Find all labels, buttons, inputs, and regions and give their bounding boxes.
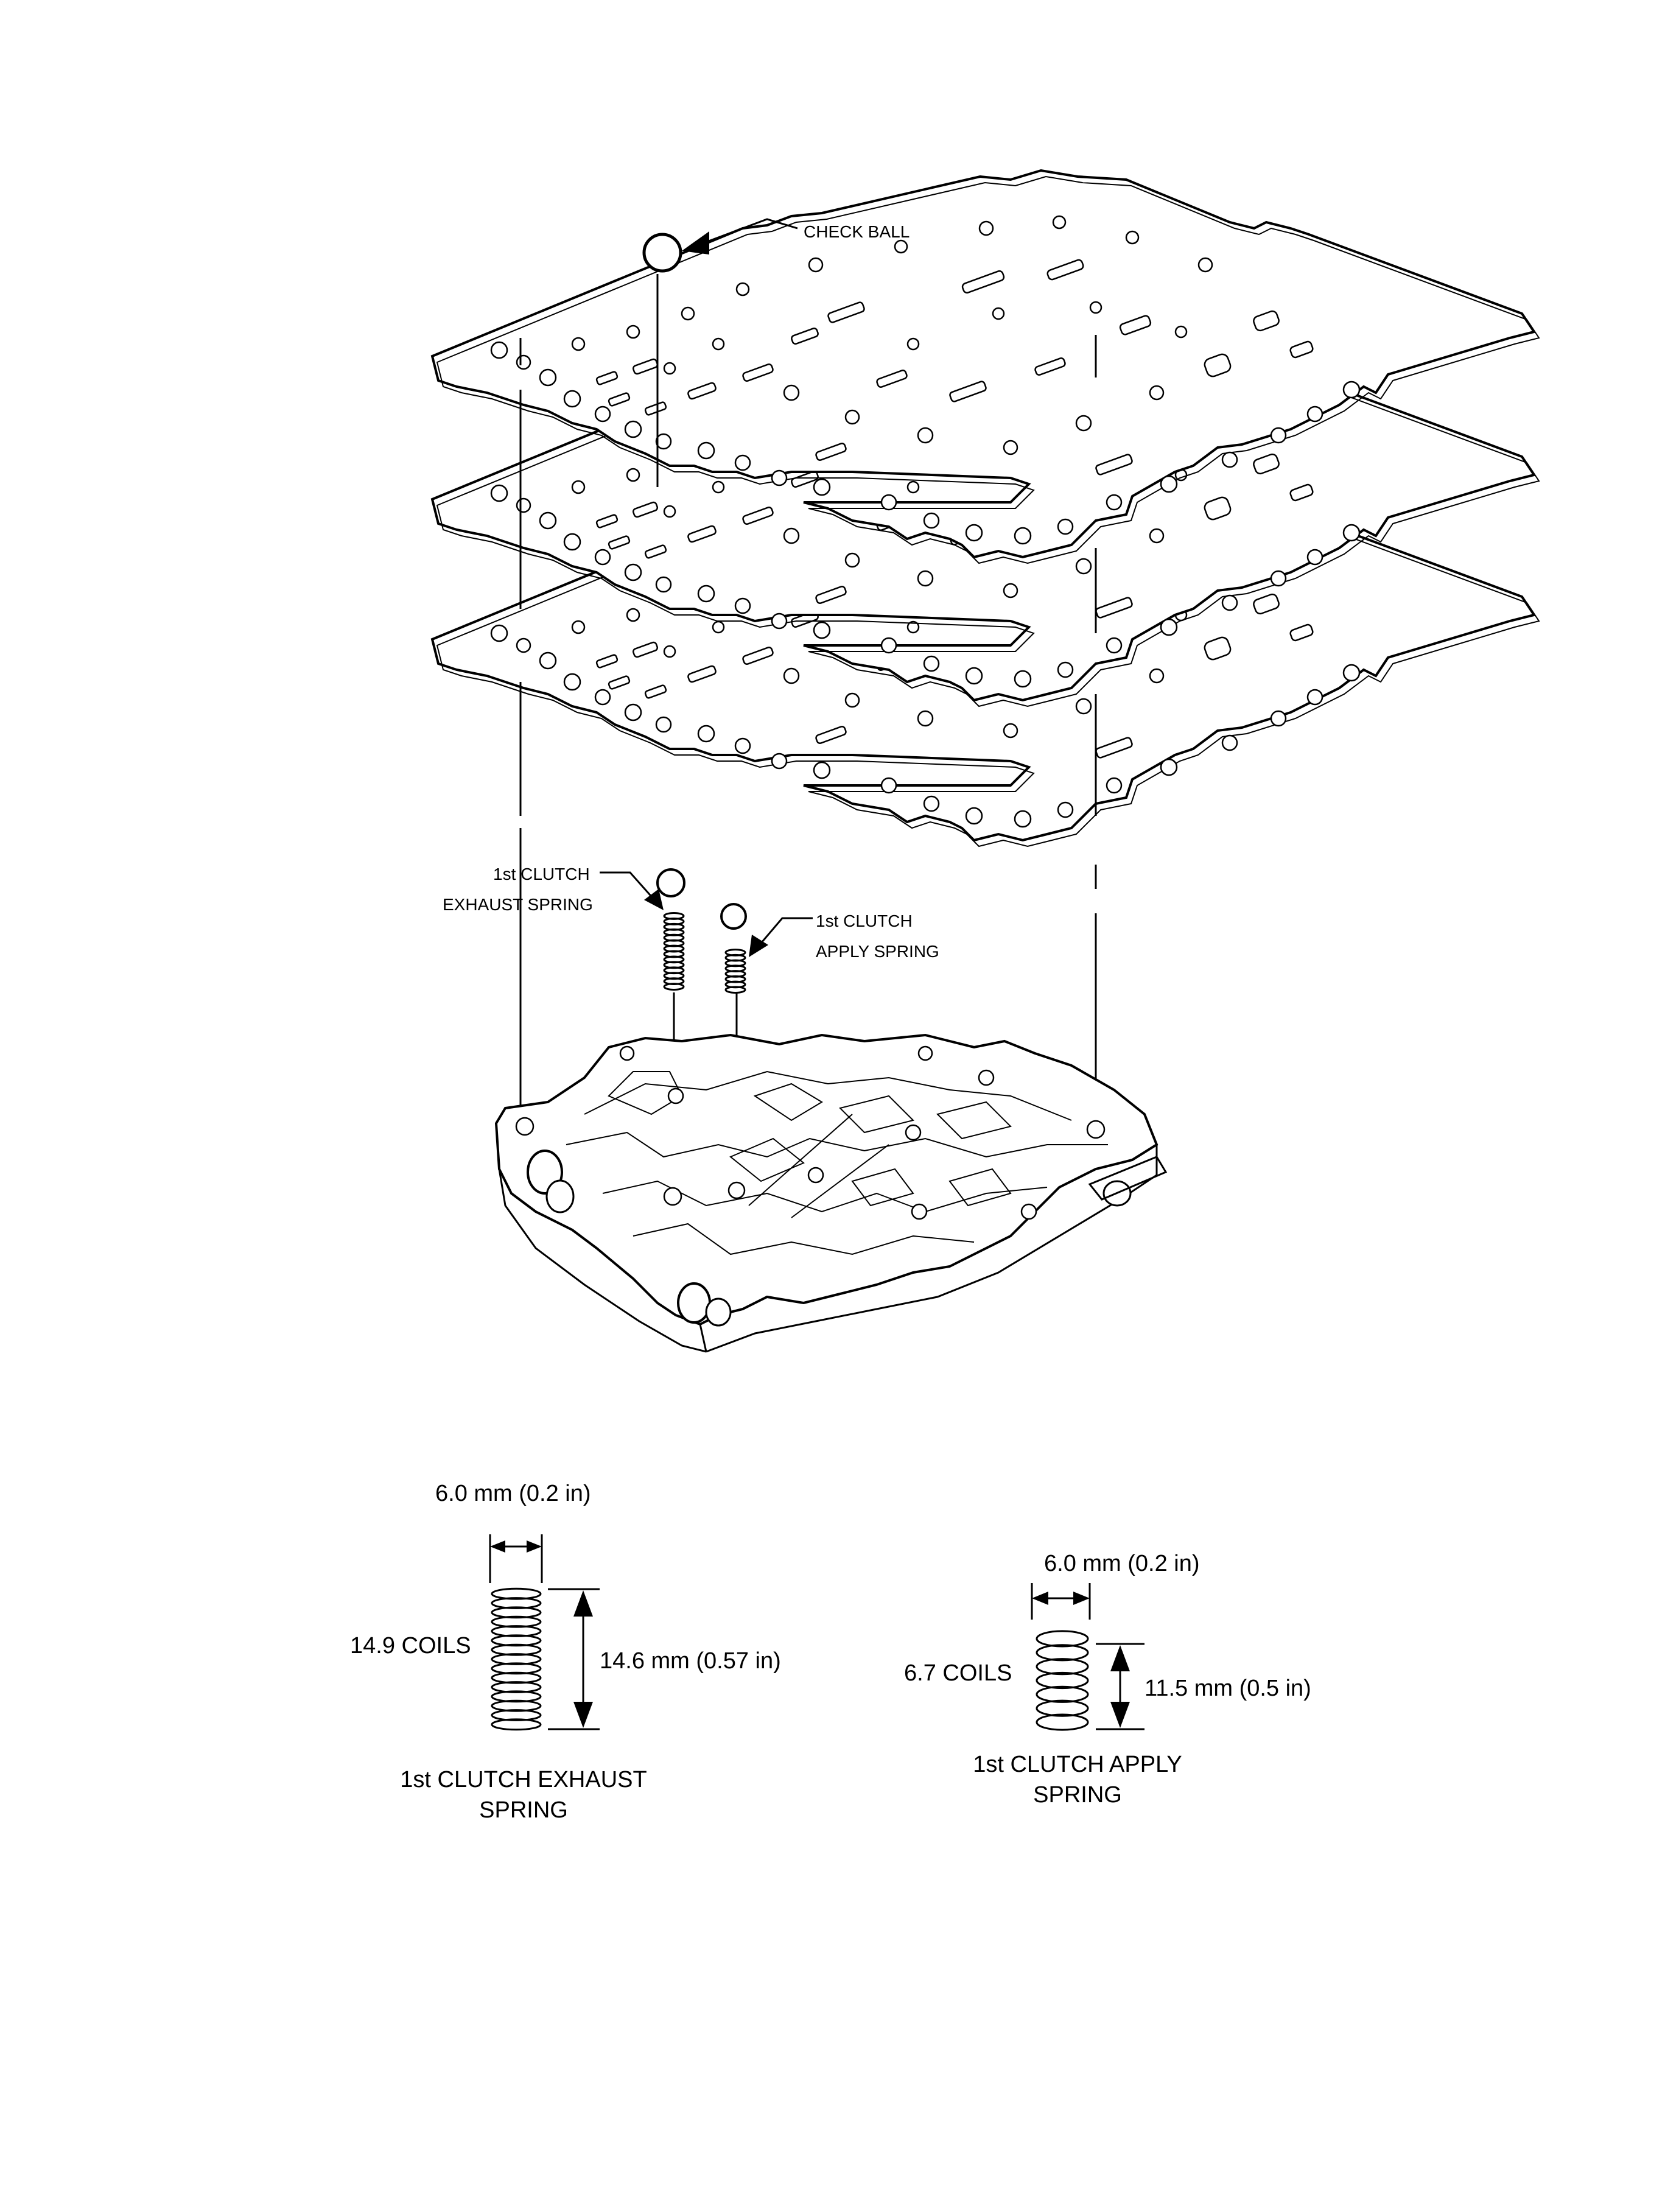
apply-spring-length: 11.5 mm (0.5 in)	[1144, 1676, 1311, 1701]
apply-spring-ball	[720, 903, 747, 930]
spring-coil	[663, 983, 685, 991]
apply-spring-name-2: SPRING	[1033, 1782, 1122, 1808]
check-ball-callout: CHECK BALL	[682, 218, 910, 255]
exhaust-callout-label-1: 1st CLUTCH	[493, 865, 590, 883]
apply-spring-drawing	[1036, 1630, 1089, 1731]
apply-spring-spec: 6.0 mm (0.2 in) 6.7 COILS 11.5 mm (0.5 i…	[904, 1551, 1311, 1808]
exhaust-spring-ball	[656, 868, 685, 897]
exhaust-spring-spec: 6.0 mm (0.2 in) 14.9 COILS 14.6 mm (0.57…	[350, 1481, 781, 1823]
spring-coil	[491, 1643, 542, 1656]
exhaust-spring-name-1: 1st CLUTCH EXHAUST	[400, 1767, 647, 1792]
spring-coil	[491, 1699, 542, 1712]
exhaust-spring-coils: 14.9 COILS	[350, 1633, 471, 1659]
exhaust-spring-drawing	[491, 1587, 542, 1731]
exhaust-spring-length: 14.6 mm (0.57 in)	[600, 1648, 781, 1674]
spring-coil	[491, 1606, 542, 1619]
spring-coil	[1036, 1685, 1089, 1703]
apply-spring-upper	[724, 949, 746, 994]
spring-coil	[1036, 1713, 1089, 1731]
spring-coil	[491, 1662, 542, 1675]
valve-body	[494, 1033, 1168, 1353]
spring-coil	[491, 1690, 542, 1703]
apply-callout-label-1: 1st CLUTCH	[816, 911, 913, 930]
apply-spring-coils: 6.7 COILS	[904, 1660, 1012, 1686]
spring-coil	[491, 1587, 542, 1600]
spring-coil	[1036, 1644, 1089, 1662]
spring-coil	[491, 1615, 542, 1628]
check-ball-label: CHECK BALL	[804, 222, 910, 241]
apply-callout-label-2: APPLY SPRING	[816, 942, 939, 961]
spring-coil	[724, 986, 746, 994]
spring-coil	[1036, 1699, 1089, 1717]
spring-coil	[1036, 1630, 1089, 1648]
exhaust-spring-upper	[663, 912, 685, 991]
spring-coil	[491, 1634, 542, 1647]
apply-spring-diameter: 6.0 mm (0.2 in)	[1044, 1551, 1200, 1576]
exhaust-spring-callout: 1st CLUTCH EXHAUST SPRING	[443, 865, 664, 914]
spring-coil	[1036, 1671, 1089, 1690]
spring-coil	[491, 1718, 542, 1731]
spring-coil	[491, 1671, 542, 1684]
check-ball	[642, 233, 682, 273]
apply-spring-name-1: 1st CLUTCH APPLY	[973, 1752, 1182, 1777]
exhaust-spring-name-2: SPRING	[479, 1797, 568, 1823]
spring-coil	[491, 1625, 542, 1637]
exhaust-spring-diameter: 6.0 mm (0.2 in)	[435, 1481, 591, 1506]
apply-spring-callout: 1st CLUTCH APPLY SPRING	[749, 911, 939, 961]
spring-coil	[491, 1709, 542, 1721]
spring-coil	[491, 1681, 542, 1693]
spring-coil	[1036, 1658, 1089, 1676]
exhaust-callout-label-2: EXHAUST SPRING	[443, 895, 593, 914]
spring-coil	[491, 1597, 542, 1609]
spring-coil	[491, 1653, 542, 1665]
